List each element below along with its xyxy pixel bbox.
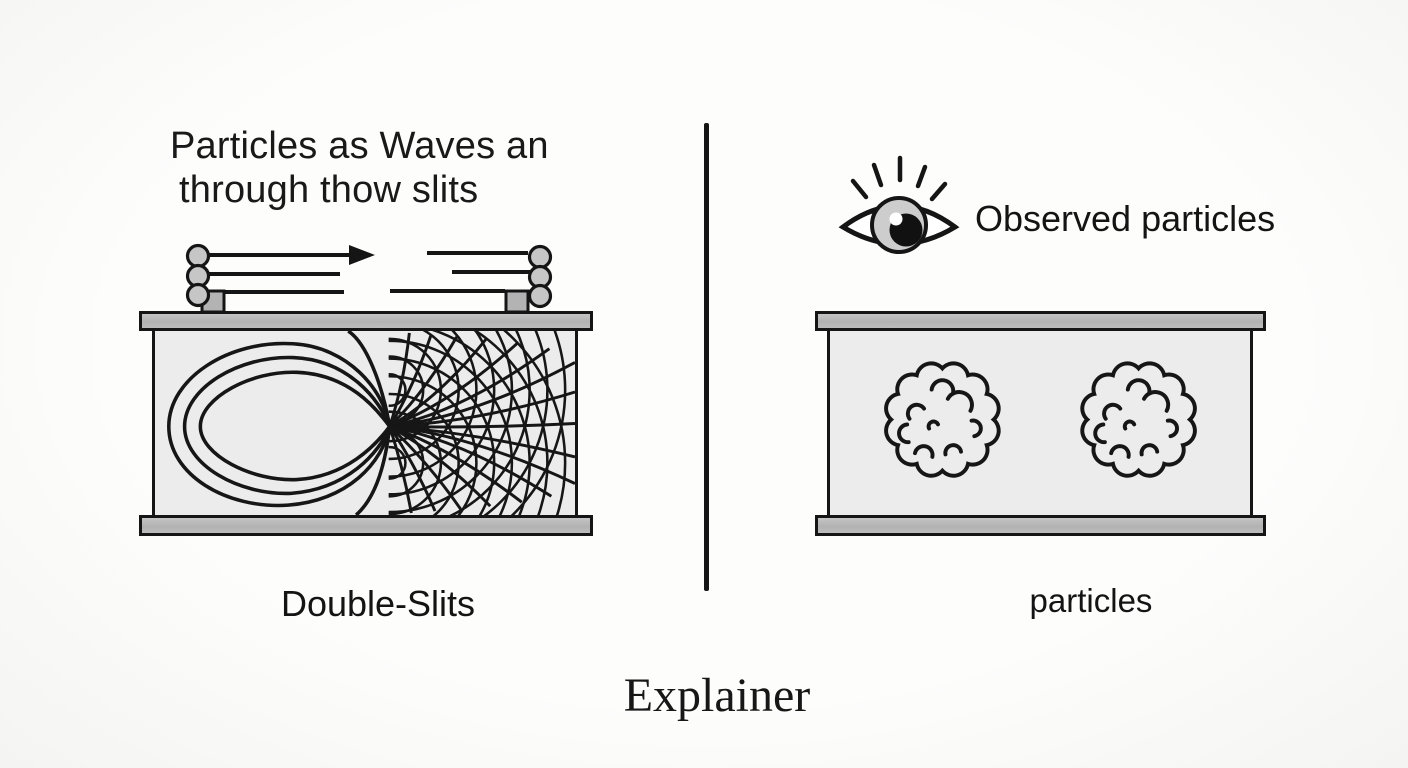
right-caption: particles: [1029, 582, 1153, 619]
eye-icon: [836, 148, 962, 264]
left-box-top-bar: [139, 311, 593, 331]
particle-clump-left: [884, 361, 1001, 478]
left-box-bottom-bar: [139, 515, 593, 536]
particle-emitter-icon: [139, 243, 593, 314]
interference-arcs: [388, 331, 567, 515]
particle-beads-left: [185, 243, 211, 308]
particle-beads-right: [527, 244, 553, 309]
footer-caption: Explainer: [623, 669, 811, 722]
motion-lines-right: [390, 251, 530, 293]
particle-clump-right: [1080, 361, 1197, 478]
eye-lashes: [850, 155, 948, 202]
wave-loop: [167, 331, 392, 515]
arrow-right-icon: [349, 245, 375, 265]
left-title-line1: Particles as Waves an: [170, 125, 549, 167]
motion-lines-left: [208, 253, 351, 294]
left-title-line2: through thow slits: [179, 169, 479, 211]
panel-divider: [704, 123, 709, 591]
eye-highlight: [889, 212, 903, 226]
particle-clump-icon: [827, 328, 1253, 518]
observer-label: Observed particles: [975, 198, 1276, 239]
right-box-top-bar: [815, 311, 1266, 331]
wave-rays: [388, 332, 575, 514]
emitter-post-right: [504, 289, 530, 314]
wave-interference-pattern-icon: [152, 328, 578, 518]
right-box-bottom-bar: [815, 515, 1266, 536]
left-caption: Double-Slits: [280, 583, 476, 624]
